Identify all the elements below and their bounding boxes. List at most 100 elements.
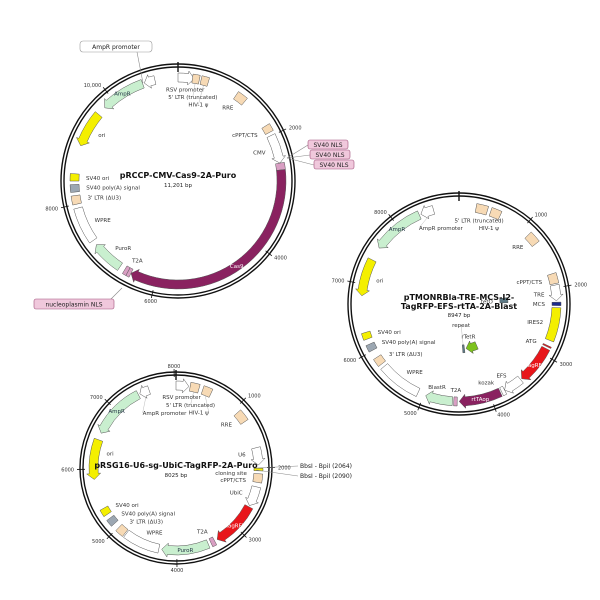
plasmid-map-pRSG16: pRSG16-U6-sg-UbiC-TagRFP-2A-Puro 8025 bp	[94, 461, 258, 479]
callout-label: AmpR promoter	[92, 44, 140, 51]
feature-shape	[542, 343, 552, 349]
feature-3-ltr-u3[interactable]	[373, 354, 386, 367]
feature-cas9[interactable]	[130, 169, 287, 290]
tick-mark	[278, 128, 287, 133]
feature-repeat[interactable]	[461, 344, 466, 354]
feature-efs[interactable]	[504, 375, 524, 394]
feature-t2a[interactable]	[208, 536, 218, 548]
tick-label: 1000	[535, 213, 548, 219]
feature-5-ltr-truncated[interactable]	[189, 381, 201, 394]
feature-ori[interactable]	[354, 257, 377, 297]
backbone-ring	[347, 191, 572, 416]
feature-ampr[interactable]	[376, 210, 422, 249]
feature-blastr[interactable]	[425, 390, 453, 407]
feature-3-ltr-u3[interactable]	[70, 194, 82, 206]
tick-label: 4000	[171, 568, 184, 574]
feature-hiv-1[interactable]	[200, 385, 214, 398]
feature-label: 3' LTR (ΔU3)	[389, 352, 423, 358]
feature-shape	[465, 340, 479, 355]
feature-rsv-promoter[interactable]	[175, 378, 190, 394]
feature-nls[interactable]	[275, 162, 286, 171]
feature-label: BlastR	[428, 385, 446, 391]
feature-u6[interactable]	[250, 446, 266, 466]
feature-puror[interactable]	[94, 244, 123, 271]
feature-ori[interactable]	[75, 111, 103, 147]
feature-label: UbiC	[230, 490, 243, 496]
callout-sv40-nls: SV40 NLS SV40 NLS SV40 NLS	[286, 139, 355, 170]
callout-nucleoplasmin-nls: nucleoplasmin NLS	[33, 287, 123, 310]
tick-mark	[265, 250, 273, 257]
feature-shape	[199, 75, 210, 87]
feature-wpre[interactable]	[380, 363, 421, 397]
feature-label: AmpR	[108, 409, 125, 415]
feature-label: WPRE	[146, 531, 163, 537]
feature-ampr-promoter[interactable]	[420, 204, 435, 220]
feature-rre[interactable]	[233, 409, 249, 425]
feature-kozak[interactable]	[499, 385, 508, 397]
feature-teto[interactable]	[499, 297, 509, 304]
feature-label: tetO	[481, 299, 494, 305]
feature-ires2[interactable]	[544, 307, 562, 343]
feature-rre[interactable]	[233, 91, 248, 106]
feature-cppt-cts[interactable]	[547, 272, 560, 286]
feature-label: T2A	[196, 530, 208, 536]
leader-line	[418, 215, 429, 228]
tick-mark	[102, 86, 109, 94]
feature-cppt-cts[interactable]	[261, 123, 274, 135]
feature-ubic[interactable]	[245, 485, 262, 506]
feature-wpre[interactable]	[123, 529, 161, 554]
feature-shape	[376, 210, 422, 249]
feature-atg[interactable]	[542, 343, 552, 349]
feature-sv40-poly-a-signal[interactable]	[365, 341, 378, 353]
feature-3-ltr-u3[interactable]	[115, 523, 129, 537]
feature-tre[interactable]	[548, 284, 564, 302]
feature-shape	[354, 257, 377, 297]
feature-label: HIV-1 ψ	[479, 226, 499, 232]
feature-tagrfp[interactable]	[521, 346, 551, 381]
feature-ampr[interactable]	[104, 79, 145, 110]
feature-t2a[interactable]	[122, 265, 131, 276]
feature-wpre[interactable]	[73, 206, 98, 244]
feature-ori[interactable]	[85, 437, 104, 480]
feature-mcs[interactable]	[551, 301, 562, 306]
feature-tagrfp[interactable]	[216, 504, 254, 543]
feature-shape	[420, 204, 435, 220]
feature-rttaop[interactable]	[458, 387, 503, 409]
feature-shape	[130, 169, 287, 290]
feature-sv40-ori[interactable]	[69, 173, 80, 182]
feature-sv40-ori[interactable]	[361, 330, 373, 341]
feature-rsv-promoter[interactable]	[177, 70, 195, 86]
tick-mark	[493, 404, 497, 412]
feature-label: AmpR promoter	[419, 226, 463, 232]
feature-label: 3' LTR (ΔU3)	[129, 520, 163, 526]
feature-sv40-ori[interactable]	[99, 505, 112, 518]
feature-ampr[interactable]	[97, 390, 141, 434]
feature-label: RSV promoter	[162, 395, 201, 401]
feature-cppt-cts[interactable]	[252, 473, 264, 484]
leader-line	[460, 324, 464, 345]
feature-promoter[interactable]	[144, 73, 157, 89]
feature-label: 5' LTR (truncated)	[454, 218, 503, 224]
feature-hiv-1[interactable]	[488, 207, 503, 221]
feature-shape	[75, 111, 103, 147]
feature-sv40-poly-a-signal[interactable]	[106, 514, 119, 527]
feature-t2a[interactable]	[453, 396, 458, 407]
feature-sv40-poly-a-signal[interactable]	[69, 184, 80, 193]
feature-cmv[interactable]	[266, 133, 287, 164]
feature-shape	[252, 473, 264, 484]
leader-line	[192, 83, 196, 97]
feature-rtetr[interactable]	[465, 340, 479, 355]
feature-label: PuroR	[115, 246, 131, 252]
feature-5-ltr-truncated[interactable]	[474, 203, 489, 216]
feature-label: MCS	[533, 302, 546, 308]
feature-label: TagRFP	[524, 363, 545, 369]
tick-mark	[358, 354, 367, 359]
feature-label: Cas9	[230, 264, 244, 270]
feature-puror[interactable]	[161, 539, 211, 558]
feature-rre[interactable]	[524, 231, 540, 247]
feature-hiv-1[interactable]	[199, 75, 210, 87]
tick-label: 10,000	[84, 83, 102, 89]
feature-ampr-promoter[interactable]	[139, 384, 151, 399]
plasmid-title-line2: TagRFP-EFS-rtTA-2A-Blast	[401, 302, 517, 311]
feature-5-ltr-truncated[interactable]	[191, 73, 201, 85]
